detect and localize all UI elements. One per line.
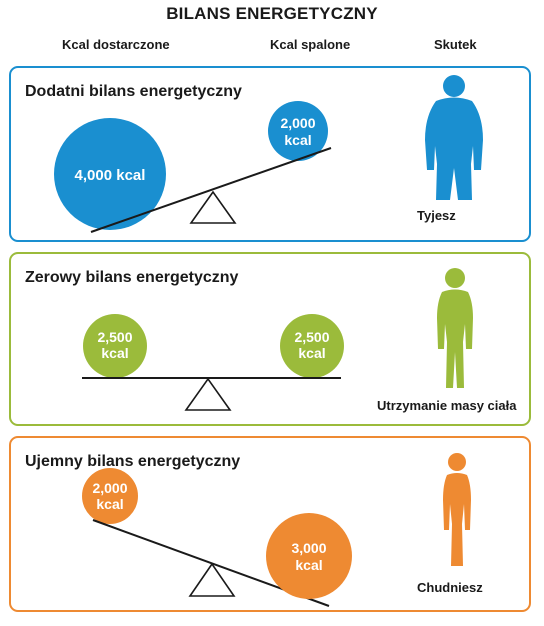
panel-title: Ujemny bilans energetyczny	[25, 453, 241, 470]
column-header-effect: Skutek	[434, 37, 477, 52]
panel-zero-balance: Zerowy bilans energetyczny 2,500 kcal 2,…	[9, 252, 531, 426]
balance-scale: 2,000 kcal 3,000 kcal	[82, 453, 471, 607]
column-header-burned: Kcal spalone	[270, 37, 351, 52]
overweight-person-icon	[425, 75, 483, 200]
panel-negative-balance: Ujemny bilans energetyczny 2,000 kcal 3,…	[9, 436, 531, 612]
burned-label-line2: kcal	[295, 557, 322, 573]
effect-label: Tyjesz	[417, 208, 456, 223]
supplied-label: 4,000 kcal	[75, 167, 146, 184]
burned-label-line2: kcal	[284, 132, 311, 148]
burned-circle	[266, 513, 352, 599]
supplied-circle	[54, 118, 166, 230]
panel-positive-balance: Dodatni bilans energetyczny 4,000 kcal 2…	[9, 66, 531, 242]
balance-scale: 2,500 kcal 2,500 kcal	[82, 268, 473, 411]
burned-label-line2: kcal	[298, 345, 325, 361]
effect-label: Chudniesz	[417, 580, 483, 595]
panel-title: Zerowy bilans energetyczny	[25, 269, 239, 286]
effect-label: Utrzymanie masy ciała	[377, 398, 517, 413]
supplied-circle	[83, 314, 147, 378]
burned-label-line1: 2,000	[280, 115, 315, 131]
supplied-label-line2: kcal	[101, 345, 128, 361]
panel-title: Dodatni bilans energetyczny	[25, 83, 242, 100]
balance-scale: 4,000 kcal 2,000 kcal	[54, 75, 483, 233]
supplied-label-line1: 2,000	[92, 480, 127, 496]
page-title: BILANS ENERGETYCZNY	[166, 4, 378, 23]
burned-label-line1: 3,000	[291, 540, 326, 556]
burned-label-line1: 2,500	[294, 329, 329, 345]
fulcrum	[189, 190, 237, 224]
fulcrum	[184, 377, 232, 411]
fulcrum	[188, 562, 236, 597]
seesaw-beam	[90, 147, 332, 233]
burned-circle	[280, 314, 344, 378]
burned-circle	[268, 101, 328, 161]
slim-person-icon	[443, 453, 471, 566]
supplied-label-line1: 2,500	[97, 329, 132, 345]
supplied-circle	[82, 468, 138, 524]
person-icon	[437, 268, 473, 388]
column-header-supplied: Kcal dostarczone	[62, 37, 170, 52]
supplied-label-line2: kcal	[96, 496, 123, 512]
